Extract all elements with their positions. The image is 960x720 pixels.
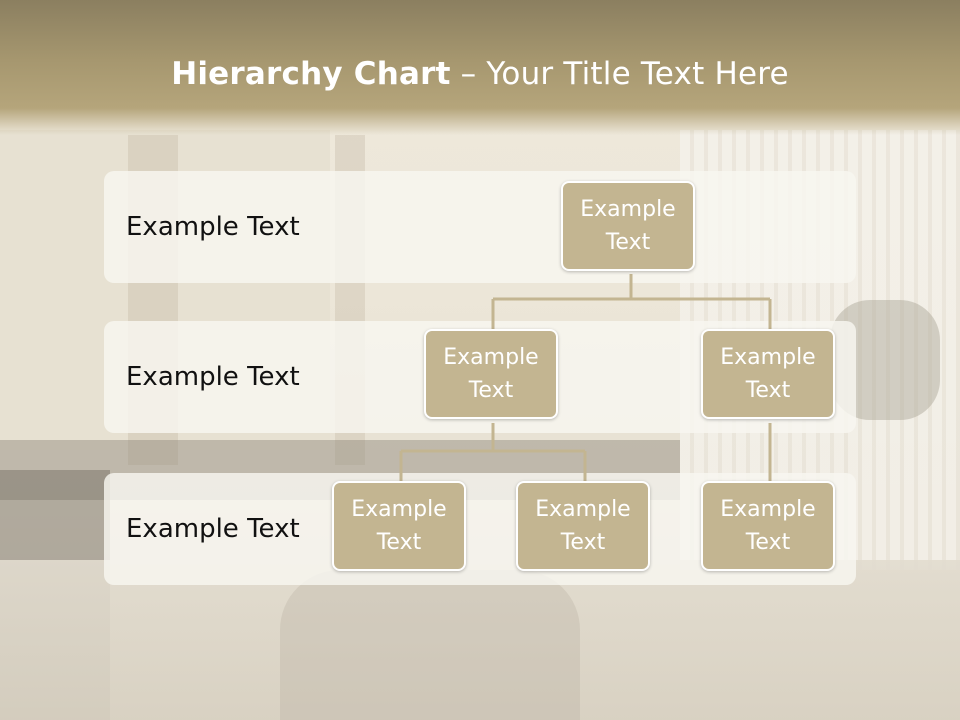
node-text: Example	[443, 345, 539, 370]
node-text: Text	[560, 530, 606, 555]
title-banner	[0, 0, 960, 135]
title-rest: – Your Title Text Here	[450, 56, 789, 92]
level-label: Example Text	[126, 514, 300, 544]
level-label: Example Text	[126, 362, 300, 392]
node-text: Text	[605, 230, 651, 255]
node-text: Text	[745, 530, 791, 555]
title-bold: Hierarchy Chart	[171, 56, 451, 92]
node-text: Example	[580, 197, 676, 222]
connector-root-to-mid	[491, 274, 772, 329]
level-band-1: Example Text	[104, 171, 856, 283]
node-text: Example	[720, 497, 816, 522]
node-text: Text	[468, 378, 514, 403]
background-floor	[0, 560, 960, 720]
node-text: Example	[535, 497, 631, 522]
node-text: Example	[720, 345, 816, 370]
connector-midleft-to-leaves	[399, 423, 587, 481]
node-text: Text	[376, 530, 422, 555]
node-text: Example	[351, 497, 447, 522]
level-label: Example Text	[126, 212, 300, 242]
node-text: Text	[745, 378, 791, 403]
background-chair	[280, 570, 580, 720]
slide-title: Hierarchy Chart – Your Title Text Here	[0, 56, 960, 92]
